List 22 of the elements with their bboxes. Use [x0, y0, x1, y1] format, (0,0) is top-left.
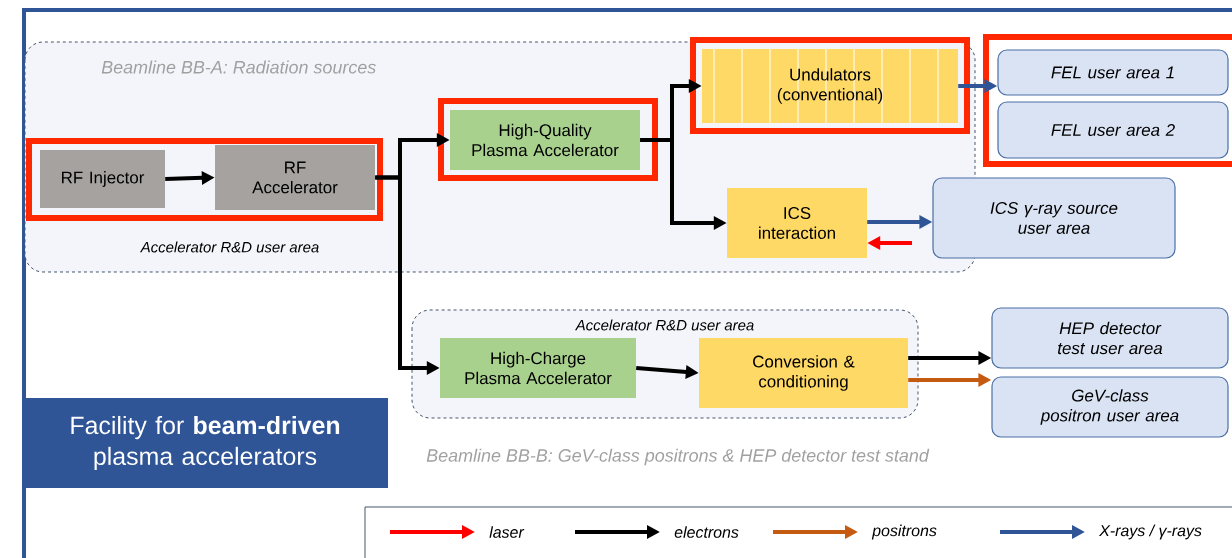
node-label: Facility for beam-driven plasma accelerators: [71, 415, 340, 471]
process-box: ICS interaction: [727, 188, 867, 258]
region-label: Accelerator R&D user area: [140, 241, 319, 253]
process-box: RF Injector: [40, 150, 165, 208]
process-box: Undulators (conventional): [702, 48, 958, 124]
process-box: HEP detector test user area: [991, 307, 1229, 369]
legend-label: electrons: [674, 526, 739, 538]
process-box: Conversion & conditioning: [699, 338, 908, 408]
process-box: High-Charge Plasma Accelerator: [440, 338, 636, 398]
legend-label: laser: [489, 526, 525, 538]
process-box: Facility for beam-driven plasma accelerators: [22, 398, 388, 488]
process-box: FEL user area 1: [997, 49, 1229, 96]
process-box: FEL user area 2: [997, 101, 1229, 159]
process-box: GeV-class positron user area: [991, 376, 1229, 438]
region-label: Accelerator R&D user area: [575, 319, 754, 331]
region-label: Beamline BB-A: Radiation sources: [101, 60, 376, 74]
region-label: Beamline BB-B: GeV-class positrons & HEP detector test stand: [426, 448, 930, 466]
process-box: ICS γ-ray source user area: [932, 177, 1176, 259]
legend-label: positrons: [871, 524, 937, 540]
legend-label: X-rays / γ-rays: [1098, 524, 1202, 540]
process-box: RF Accelerator: [215, 145, 375, 210]
process-box: High-Quality Plasma Accelerator: [450, 110, 640, 170]
